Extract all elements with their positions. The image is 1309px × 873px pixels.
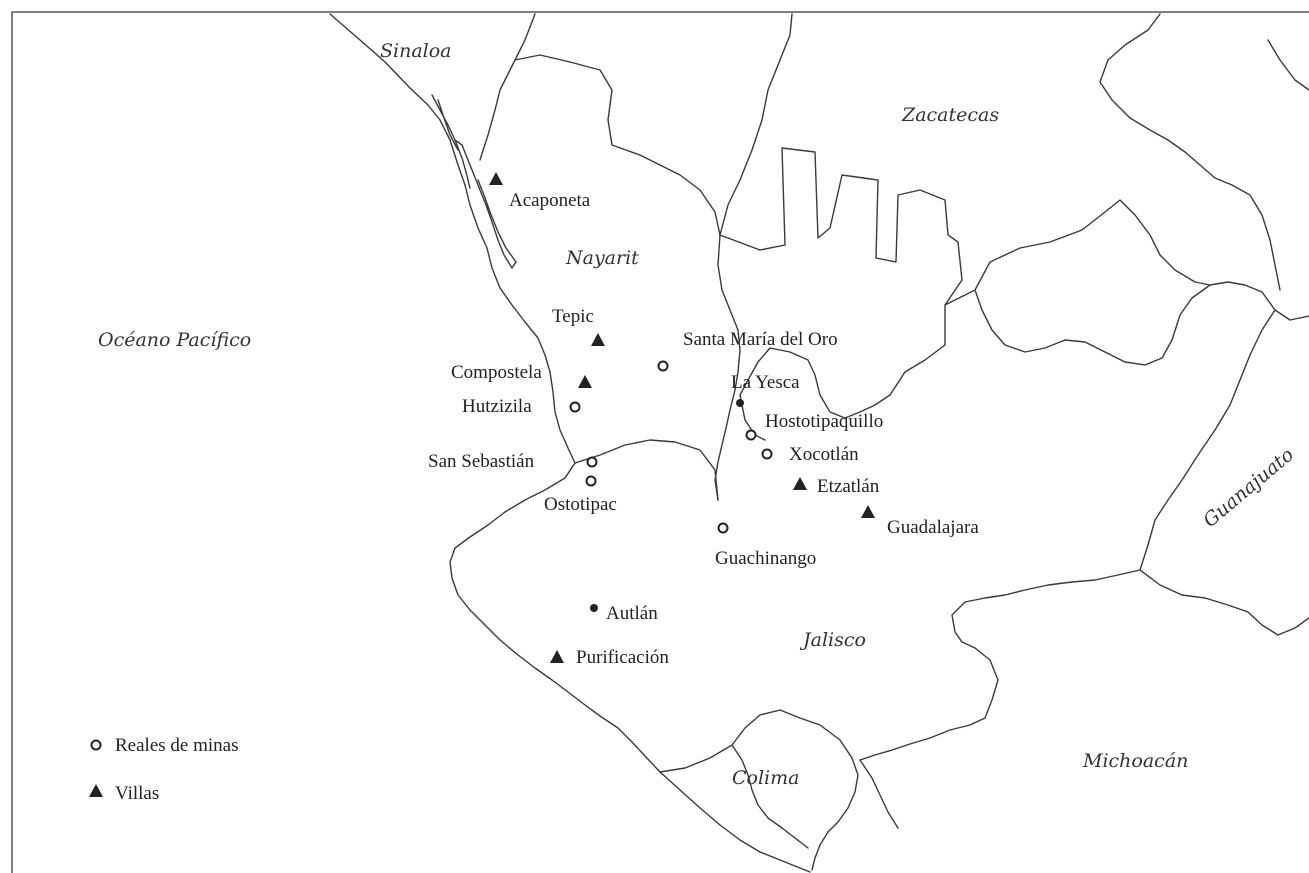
border-sinaloa-nayarit [479, 13, 536, 161]
place-etzatlan: Etzatlán [817, 476, 880, 497]
border-zacatecas-sanluis [1099, 13, 1281, 291]
border-zacatecas-aguascalientes [944, 199, 1309, 321]
legend: Reales de minas Villas [89, 735, 238, 804]
border-jalisco-zacatecas-notch [719, 147, 963, 419]
coastline [329, 13, 811, 873]
region-guanajuato: Guanajuato [1199, 444, 1298, 532]
place-purificacion: Purificación [576, 647, 669, 668]
legend-mine-icon [90, 739, 102, 751]
mine-icon [586, 456, 598, 468]
dot-icon [736, 399, 744, 407]
mine-icon [585, 475, 597, 487]
state-borders [329, 13, 1309, 873]
border-jalisco-internal [739, 394, 766, 441]
border-nayarit-jalisco-east [714, 234, 741, 501]
place-guadalajara: Guadalajara [887, 517, 979, 538]
border-nayarit-jalisco-south [574, 439, 719, 501]
mine-icon [657, 360, 669, 372]
mine-icon [761, 448, 773, 460]
border-michoacan-colima [859, 759, 899, 829]
place-san-sebastian: San Sebastián [428, 451, 535, 472]
border-colima-inner [731, 744, 809, 849]
place-autlan: Autlán [606, 603, 658, 624]
place-labels: Acaponeta Tepic Compostela Hutzizila San… [428, 190, 979, 668]
dot-icon [590, 604, 598, 612]
region-zacatecas: Zacatecas [901, 104, 999, 126]
region-jalisco: Jalisco [799, 629, 866, 651]
border-nayarit-zacatecas-north [514, 54, 721, 236]
border-zacatecas-west [719, 13, 793, 236]
place-hutzizila: Hutzizila [462, 396, 532, 417]
place-tepic: Tepic [552, 306, 594, 327]
villa-icon [793, 477, 807, 490]
border-aguascalientes-south [974, 284, 1211, 366]
place-symbols [489, 172, 875, 663]
mine-icon [569, 401, 581, 413]
region-nayarit: Nayarit [565, 247, 639, 269]
villa-icon [591, 333, 605, 346]
place-hostotipaquillo: Hostotipaquillo [765, 411, 883, 432]
villa-icon [861, 505, 875, 518]
mine-icon [717, 522, 729, 534]
place-santa-maria-del-oro: Santa María del Oro [683, 329, 838, 350]
mine-icon [745, 429, 757, 441]
villa-icon [489, 172, 503, 185]
region-colima: Colima [732, 767, 799, 789]
region-labels: Sinaloa Zacatecas Nayarit Océano Pacífic… [98, 40, 1298, 789]
legend-villa-icon [89, 784, 103, 797]
legend-mines-label: Reales de minas [115, 735, 238, 756]
region-oceano-pacifico: Océano Pacífico [98, 329, 251, 351]
region-michoacan: Michoacán [1082, 750, 1188, 772]
border-jalisco-michoacan [859, 569, 1141, 761]
place-xocotlan: Xocotlán [789, 444, 859, 465]
border-nayarit-inner [1267, 39, 1309, 91]
place-ostotipac: Ostotipac [544, 494, 617, 515]
estuary [431, 94, 517, 269]
place-la-yesca: La Yesca [731, 372, 800, 393]
legend-villas-label: Villas [115, 783, 159, 804]
map-frame [11, 11, 1309, 873]
villa-icon [578, 375, 592, 388]
border-jalisco-guanajuato [1139, 309, 1309, 636]
place-guachinango: Guachinango [715, 548, 816, 569]
place-acaponeta: Acaponeta [509, 190, 591, 211]
villa-icon [550, 650, 564, 663]
border-colima [659, 709, 859, 871]
place-compostela: Compostela [451, 362, 542, 383]
region-sinaloa: Sinaloa [380, 40, 452, 62]
